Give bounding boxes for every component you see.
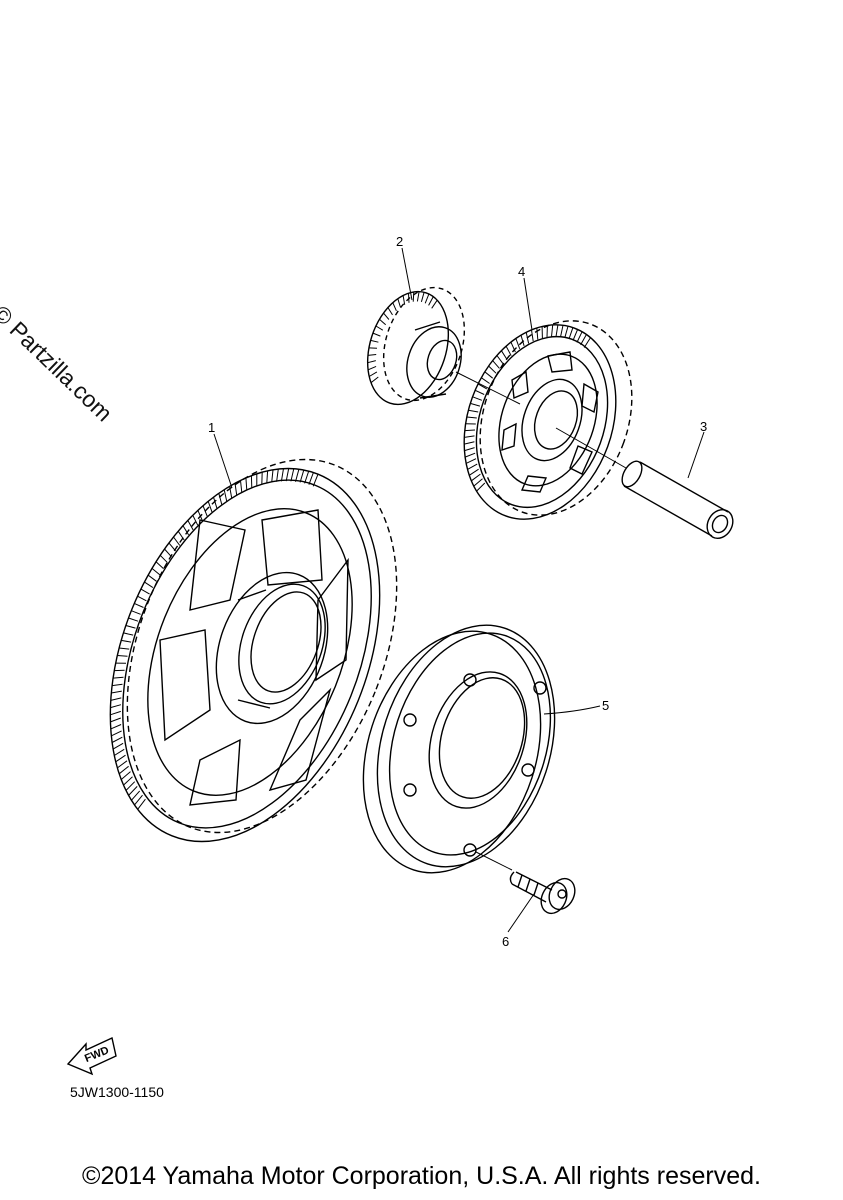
part-5-clutch-housing[interactable] bbox=[334, 602, 584, 896]
fwd-label: FWD bbox=[83, 1044, 111, 1065]
part-1-starter-wheel-gear[interactable] bbox=[59, 419, 448, 881]
part-4-idler-gear[interactable] bbox=[438, 299, 658, 540]
callout-6: 6 bbox=[502, 934, 509, 949]
part-6-bolt[interactable] bbox=[509, 871, 579, 918]
fwd-arrow-icon bbox=[66, 1037, 117, 1076]
callout-4: 4 bbox=[518, 264, 525, 279]
callout-5: 5 bbox=[602, 698, 609, 713]
leader-lines bbox=[213, 247, 705, 933]
callout-1: 1 bbox=[208, 420, 215, 435]
callout-3: 3 bbox=[700, 419, 707, 434]
copyright-notice: ©2014 Yamaha Motor Corporation, U.S.A. A… bbox=[82, 1162, 761, 1190]
callout-2: 2 bbox=[396, 234, 403, 249]
part-3-shaft[interactable] bbox=[618, 458, 738, 543]
diagram-code: 5JW1300-1150 bbox=[70, 1084, 164, 1100]
part-2-idler-gear[interactable] bbox=[354, 277, 478, 415]
